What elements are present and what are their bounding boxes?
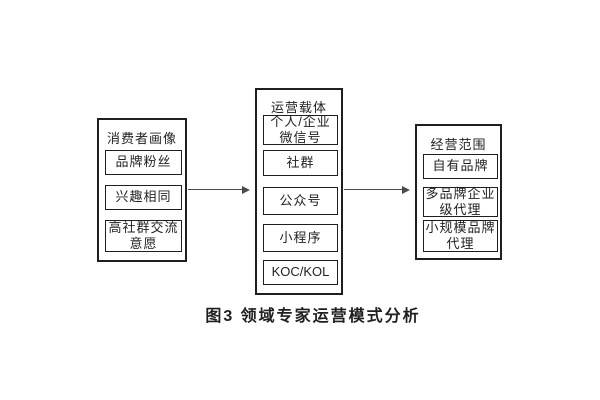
- group-business-scope: 经营范围 自有品牌 多品牌企业级代理 小规模品牌代理: [415, 124, 502, 260]
- node-personal-enterprise-wechat: 个人/企业微信号: [263, 114, 338, 145]
- node-community-willingness: 高社群交流意愿: [105, 220, 182, 252]
- node-brand-fans: 品牌粉丝: [105, 150, 182, 175]
- node-koc-kol: KOC/KOL: [263, 260, 338, 285]
- group-title-consumer-portrait: 消费者画像: [106, 131, 177, 146]
- node-community: 社群: [263, 150, 338, 176]
- group-title-business-scope: 经营范围: [430, 137, 487, 152]
- group-consumer-portrait: 消费者画像 品牌粉丝 兴趣相同 高社群交流意愿: [97, 118, 187, 262]
- node-small-scale-brand-agency: 小规模品牌代理: [423, 220, 498, 252]
- figure-caption: 图3 领域专家运营模式分析: [205, 308, 421, 325]
- node-mini-program: 小程序: [263, 224, 338, 252]
- node-official-account: 公众号: [263, 187, 338, 215]
- arrow-right-icon: [188, 185, 250, 194]
- node-own-brand: 自有品牌: [423, 154, 498, 179]
- group-title-operation-carrier: 运营载体: [270, 100, 327, 115]
- node-same-interests: 兴趣相同: [105, 185, 182, 210]
- group-operation-carrier: 运营载体 个人/企业微信号 社群 公众号 小程序 KOC/KOL: [255, 88, 343, 295]
- arrow-right-icon: [344, 185, 410, 194]
- node-multi-brand-enterprise-agency: 多品牌企业级代理: [423, 186, 498, 217]
